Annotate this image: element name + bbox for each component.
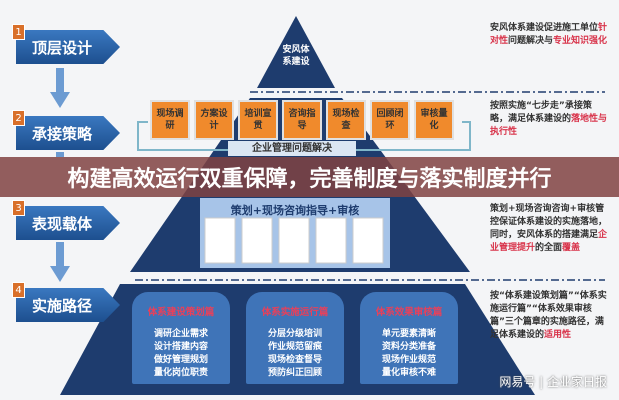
card-line: 分层分级培训	[267, 329, 322, 339]
arrow-down-icon	[50, 242, 70, 282]
right-note: 安风体系建设促进施工单位针对性问题解决与专业知识强化	[490, 23, 608, 46]
seven-step-box: 审核量化	[414, 100, 454, 140]
card-line: 单元要素清晰	[381, 329, 436, 339]
card-line: 做好管理规划	[153, 355, 208, 365]
watermark: 网易号 | 企业家日报	[499, 375, 607, 389]
card-line: 量化审核不难	[381, 368, 436, 378]
right-note: 按照实施“七步走”承接策略，满足体系建设的落地性与执行性	[490, 101, 608, 137]
seven-step-box: 培训宣贯	[238, 100, 278, 140]
step-label: 顶层设计	[31, 38, 92, 57]
seven-step-box: 方案设计	[194, 100, 234, 140]
seven-step-box: 咨询指导	[282, 100, 322, 140]
step-number: 2	[12, 110, 25, 126]
arrow-down-icon	[56, 152, 64, 157]
right-note: 按“体系建设策划篇”“体系实施运行篇”“体系效果审核篇”三个篇章的实施路径，满足…	[490, 291, 607, 340]
step-number: 1	[12, 24, 25, 40]
card-line: 调研企业需求	[153, 329, 208, 339]
step-label: 实施路径	[31, 296, 92, 315]
headline-line: 实制度并行	[441, 167, 552, 192]
step-number: 3	[12, 200, 25, 216]
headline-banner: 构建高效运行双重保障，完善制度与落实制度并行	[0, 157, 619, 197]
card-line: 作业规范留痕	[267, 342, 322, 352]
step-number: 4	[12, 282, 25, 298]
seven-step-box: 回顾闭环	[370, 100, 410, 140]
card-title: 体系建设策划篇	[147, 307, 215, 318]
card-line: 量化岗位职责	[153, 368, 208, 378]
card-planning: 体系建设策划篇调研企业需求设计搭建内容做好管理规划量化岗位职责	[132, 292, 230, 384]
card-operation: 体系实施运行篇分层分级培训作业规范留痕现场检查督导预防纠正回顾	[246, 292, 344, 384]
step-top-design: 顶层设计	[16, 30, 120, 64]
right-note: 策划+现场咨询咨询+审核管控保证体系建设的实施落地，同时，安风体系的搭建满足企业…	[490, 204, 608, 253]
card-title: 体系效果审核篇	[375, 307, 443, 318]
mgmt-bar: 企业管理问题解决	[228, 141, 356, 156]
card-line: 现场作业规范	[381, 355, 436, 365]
seven-step-box: 现场调研	[150, 100, 190, 140]
step-carrier: 表现载体	[16, 206, 120, 240]
step-label: 表现载体	[31, 214, 92, 233]
arrow-down-icon	[50, 68, 70, 108]
apex-label: 安风体系建设	[282, 45, 310, 67]
card-title: 体系实施运行篇	[261, 307, 329, 318]
card-line: 资料分类准备	[381, 342, 436, 352]
card-line: 现场检查督导	[267, 355, 322, 365]
card-audit: 体系效果审核篇单元要素清晰资料分类准备现场作业规范量化审核不难	[360, 292, 458, 384]
step-strategy: 承接策略	[16, 116, 120, 150]
card-line: 设计搭建内容	[153, 342, 208, 352]
step-path: 实施路径	[16, 288, 120, 322]
middle-title: 策划+现场咨询指导+审核	[230, 204, 360, 217]
step-label: 承接策略	[31, 124, 92, 143]
headline-line: 构建高效运行双重保障，完善制度与落	[67, 167, 442, 192]
card-line: 预防纠正回顾	[267, 368, 322, 378]
seven-step-box: 现场检查	[326, 100, 366, 140]
